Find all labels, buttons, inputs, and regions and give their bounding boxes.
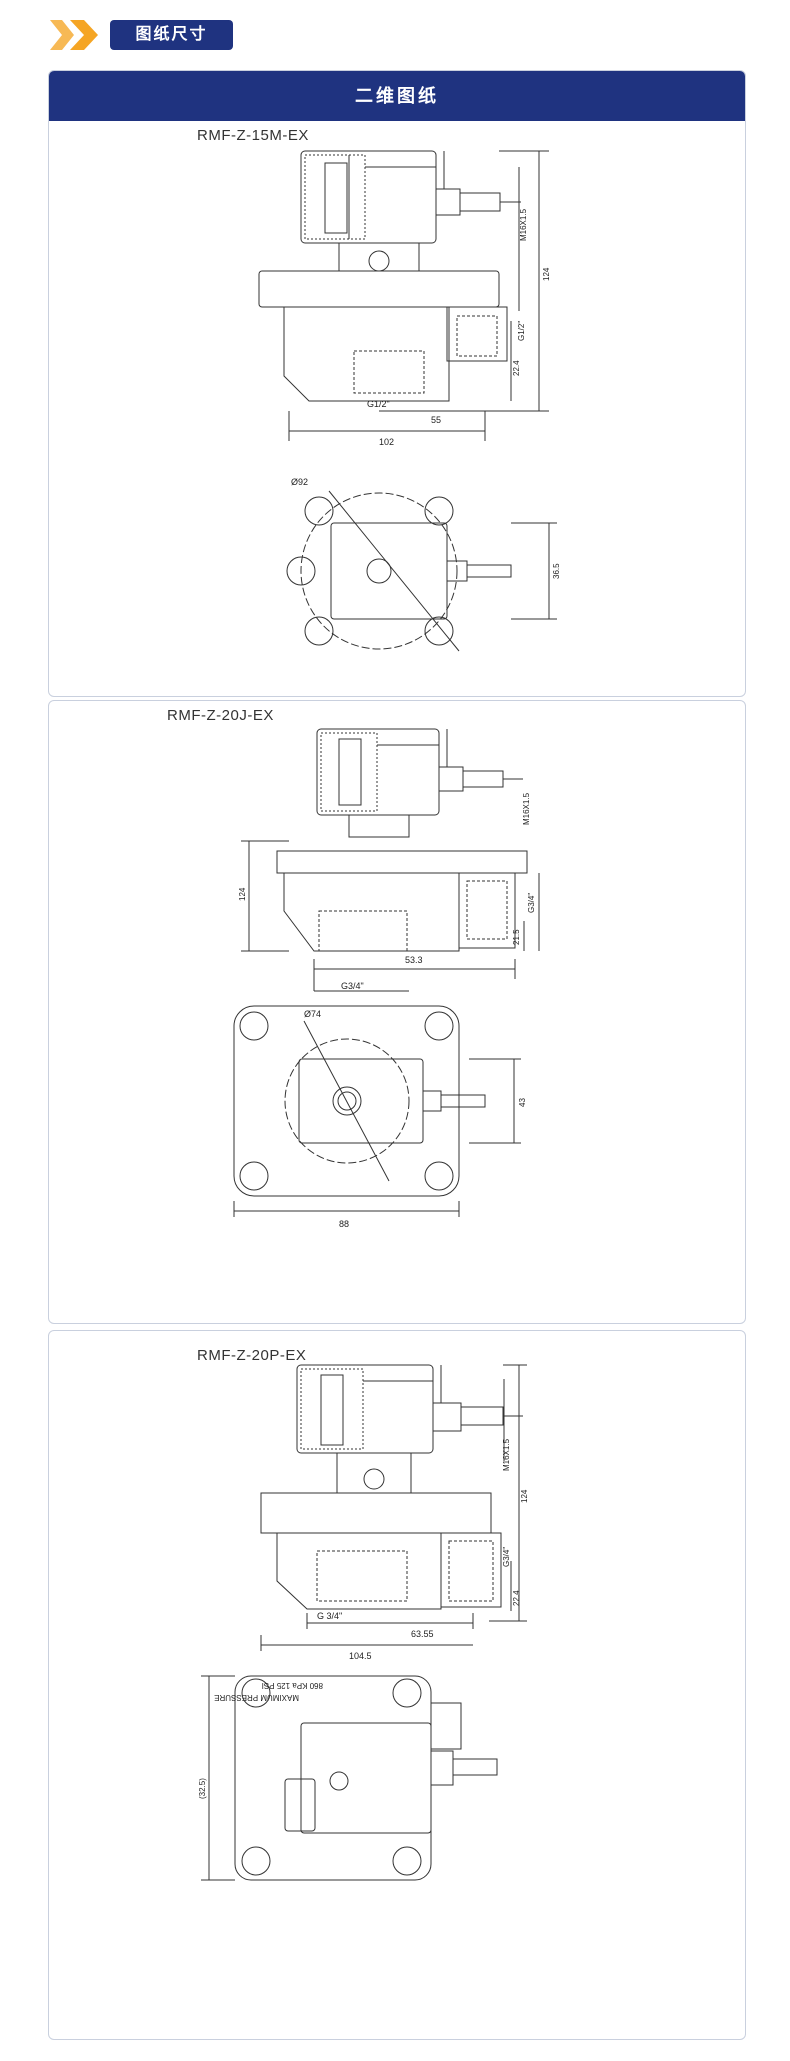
drawing-panel-1: 二维图纸 RMF-Z-15M-EX [48, 70, 746, 697]
dim-port-side: G3/4" [502, 1547, 511, 1567]
dim-port-bottom: G1/2" [367, 399, 390, 409]
model-name: RMF-Z-20P-EX [197, 1347, 307, 1364]
dim-thread: M16X1.5 [502, 1438, 511, 1471]
dim-diameter: Ø92 [291, 477, 308, 487]
dim-port-bottom: G3/4" [341, 981, 364, 991]
dimension-labels-20j: M16X1.5 124 G3/4" 21.5 53.3 G3/4" Ø74 43… [238, 792, 536, 1229]
valve-drawing-15m [258, 150, 557, 652]
dim-height: 124 [542, 267, 551, 281]
double-chevron-right-icon [50, 20, 98, 50]
dim-width: 88 [339, 1219, 349, 1229]
dim-thread: M16X1.5 [519, 208, 528, 241]
dim-top: 43 [518, 1098, 527, 1107]
dim-half-width: 55 [431, 415, 441, 425]
dim-offset: 22.4 [512, 360, 521, 376]
dim-half-width: 53.3 [405, 955, 423, 965]
dim-offset: 22.4 [512, 1590, 521, 1606]
dim-height: 124 [238, 887, 247, 901]
dim-port-side: G1/2" [517, 321, 526, 341]
dim-offset: 21.5 [512, 929, 521, 945]
model-name: RMF-Z-20J-EX [167, 707, 274, 724]
pressure-plate-line2: 860 KPa 125 PSI [262, 1681, 323, 1690]
pressure-plate-line1: MAXIMUM PRESSURE [214, 1693, 299, 1702]
dim-diameter: Ø74 [304, 1009, 321, 1019]
dim-top: (32.5) [198, 1778, 207, 1799]
model-name: RMF-Z-15M-EX [197, 127, 309, 144]
drawing-panel-2: RMF-Z-20J-EX [48, 700, 746, 1324]
dim-height: 124 [520, 1489, 529, 1503]
dim-half-width: 63.55 [411, 1629, 434, 1639]
dim-width: 102 [379, 437, 394, 447]
drawings-title: 二维图纸 [49, 71, 745, 121]
dimension-labels-20p: M16X1.5 124 G3/4" 22.4 G 3/4" 63.55 104.… [198, 1438, 529, 1799]
dim-port-side: G3/4" [527, 893, 536, 913]
valve-drawing-20j [233, 728, 540, 1217]
drawing-panel-3: RMF-Z-20P-EX [48, 1330, 746, 2040]
dim-port-bottom: G 3/4" [317, 1611, 342, 1621]
valve-drawing-20p [201, 1364, 527, 1881]
dim-top: 36.5 [552, 563, 561, 579]
dim-width: 104.5 [349, 1651, 372, 1661]
section-title: 图纸尺寸 [110, 20, 233, 50]
dimension-labels-15m: M16X1.5 124 G1/2" 22.4 G1/2" 55 102 Ø92 … [291, 208, 561, 579]
dim-thread: M16X1.5 [522, 792, 531, 825]
